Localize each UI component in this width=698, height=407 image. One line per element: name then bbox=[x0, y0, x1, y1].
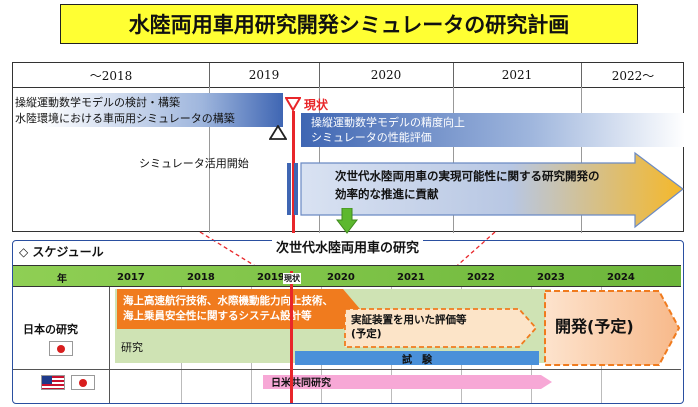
sched-year-2021: 2021 bbox=[397, 271, 425, 283]
japan-row-label: 日本の研究 bbox=[23, 323, 78, 336]
year-label: 年 bbox=[57, 273, 67, 285]
task-bar-model-refinement bbox=[301, 113, 685, 147]
task1-line1: 操縦運動数学モデルの検討・構築 bbox=[15, 96, 180, 109]
sched-year-2018: 2018 bbox=[187, 271, 215, 283]
evaluation-line2: (予定) bbox=[351, 328, 382, 340]
now-marker-icon bbox=[285, 97, 301, 111]
year-header-2019: 2019 bbox=[209, 63, 320, 87]
now-label: 現状 bbox=[304, 98, 329, 112]
sched-year-2022: 2022 bbox=[467, 271, 495, 283]
test-bar: 試 験 bbox=[295, 351, 539, 366]
contribution-arrow bbox=[287, 151, 684, 229]
year-header-2021: 2021 bbox=[453, 63, 582, 87]
system-design-line1: 海上高速航行技術、水際機動能力向上技術、 bbox=[123, 295, 333, 307]
page-title: 水陸両用車用研究開発シミュレータの研究計画 bbox=[60, 4, 638, 44]
top-timeline: 〜2018 2019 2020 2021 2022〜 操縦運動数学モデルの検討・… bbox=[12, 62, 685, 233]
evaluation-line1: 実証装置を用いた評価等 bbox=[351, 314, 467, 326]
sim-start-label: シミュレータ活用開始 bbox=[139, 157, 249, 170]
schedule-header: ◇ スケジュール bbox=[19, 245, 104, 259]
contribution-line1: 次世代水陸両用車の実現可能性に関する研究開発の bbox=[335, 169, 600, 183]
system-design-arrow bbox=[117, 289, 360, 329]
sched-year-2024: 2024 bbox=[607, 271, 635, 283]
task1-line2: 水陸環境における車両用シミュレータの構築 bbox=[15, 112, 235, 125]
joint-research-label: 日米共同研究 bbox=[271, 378, 331, 389]
research-title: 次世代水陸両用車の研究 bbox=[272, 237, 424, 256]
milestone-triangle-icon bbox=[269, 125, 287, 140]
task-bar-model-construction bbox=[13, 93, 283, 127]
sched-year-2020: 2020 bbox=[327, 271, 355, 283]
year-header-pre2018: 〜2018 bbox=[13, 63, 210, 87]
research-label: 研究 bbox=[121, 341, 143, 354]
down-arrow-icon bbox=[336, 208, 358, 234]
now-line bbox=[292, 111, 295, 233]
sched-year-2023: 2023 bbox=[537, 271, 565, 283]
schedule-now-label: 現状 bbox=[283, 273, 301, 284]
us-flag-icon bbox=[41, 375, 65, 390]
japan-flag-icon bbox=[49, 341, 73, 356]
schedule-panel: ◇ スケジュール 年 2017 2018 2019 2020 2021 2022… bbox=[12, 240, 684, 404]
sched-year-2019: 2019 bbox=[257, 271, 285, 283]
japan-flag-icon-2 bbox=[71, 375, 95, 390]
year-header-2022: 2022〜 bbox=[611, 68, 655, 83]
schedule-year-row: 年 2017 2018 2019 2020 2021 2022 2023 202… bbox=[13, 265, 681, 287]
task2-line1: 操縦運動数学モデルの精度向上 bbox=[311, 116, 465, 129]
task2-line2: シミュレータの性能評価 bbox=[311, 131, 432, 144]
year-header-2020: 2020 bbox=[319, 63, 454, 87]
schedule-now-line bbox=[290, 271, 293, 403]
contribution-line2: 効率的な推進に貢献 bbox=[335, 187, 439, 201]
system-design-line2: 海上乗員安全性に関するシステム設計等 bbox=[123, 310, 312, 322]
evaluation-arrow bbox=[344, 308, 538, 348]
development-label: 開発(予定) bbox=[555, 317, 634, 336]
development-arrow bbox=[544, 290, 681, 366]
sched-year-2017: 2017 bbox=[117, 271, 145, 283]
joint-research-arrow bbox=[263, 375, 552, 389]
